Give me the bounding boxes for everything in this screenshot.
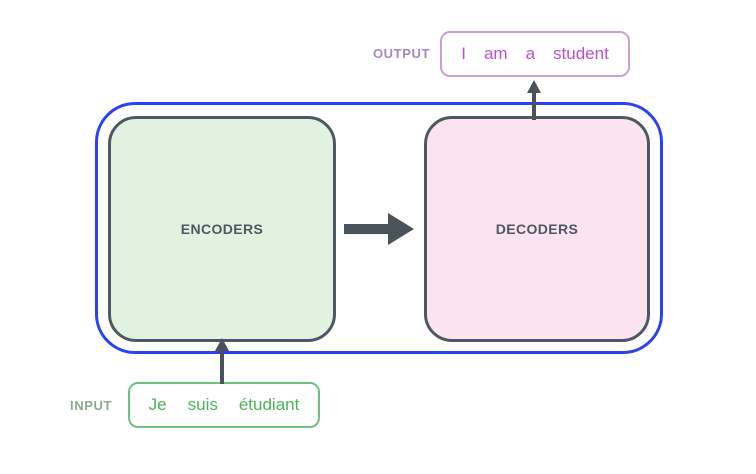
encoders-block: ENCODERS (108, 116, 336, 342)
output-token: I (461, 44, 466, 63)
input-sentence-box: Je suis étudiant (128, 382, 320, 428)
input-label: INPUT (70, 398, 112, 413)
output-token: a (525, 44, 536, 63)
output-sentence-box: I am a student (440, 31, 630, 77)
output-token: student (553, 44, 609, 63)
arrow-up-icon (215, 338, 229, 384)
arrow-up-icon (527, 80, 541, 120)
arrow-right-icon (344, 213, 414, 245)
input-token: Je (148, 395, 167, 414)
encoders-label: ENCODERS (180, 221, 264, 237)
decoders-block: DECODERS (424, 116, 650, 342)
output-token: am (483, 44, 508, 63)
output-label: OUTPUT (372, 46, 430, 61)
input-token: étudiant (238, 395, 300, 414)
decoders-label: DECODERS (495, 221, 579, 237)
input-token: suis (187, 395, 218, 414)
